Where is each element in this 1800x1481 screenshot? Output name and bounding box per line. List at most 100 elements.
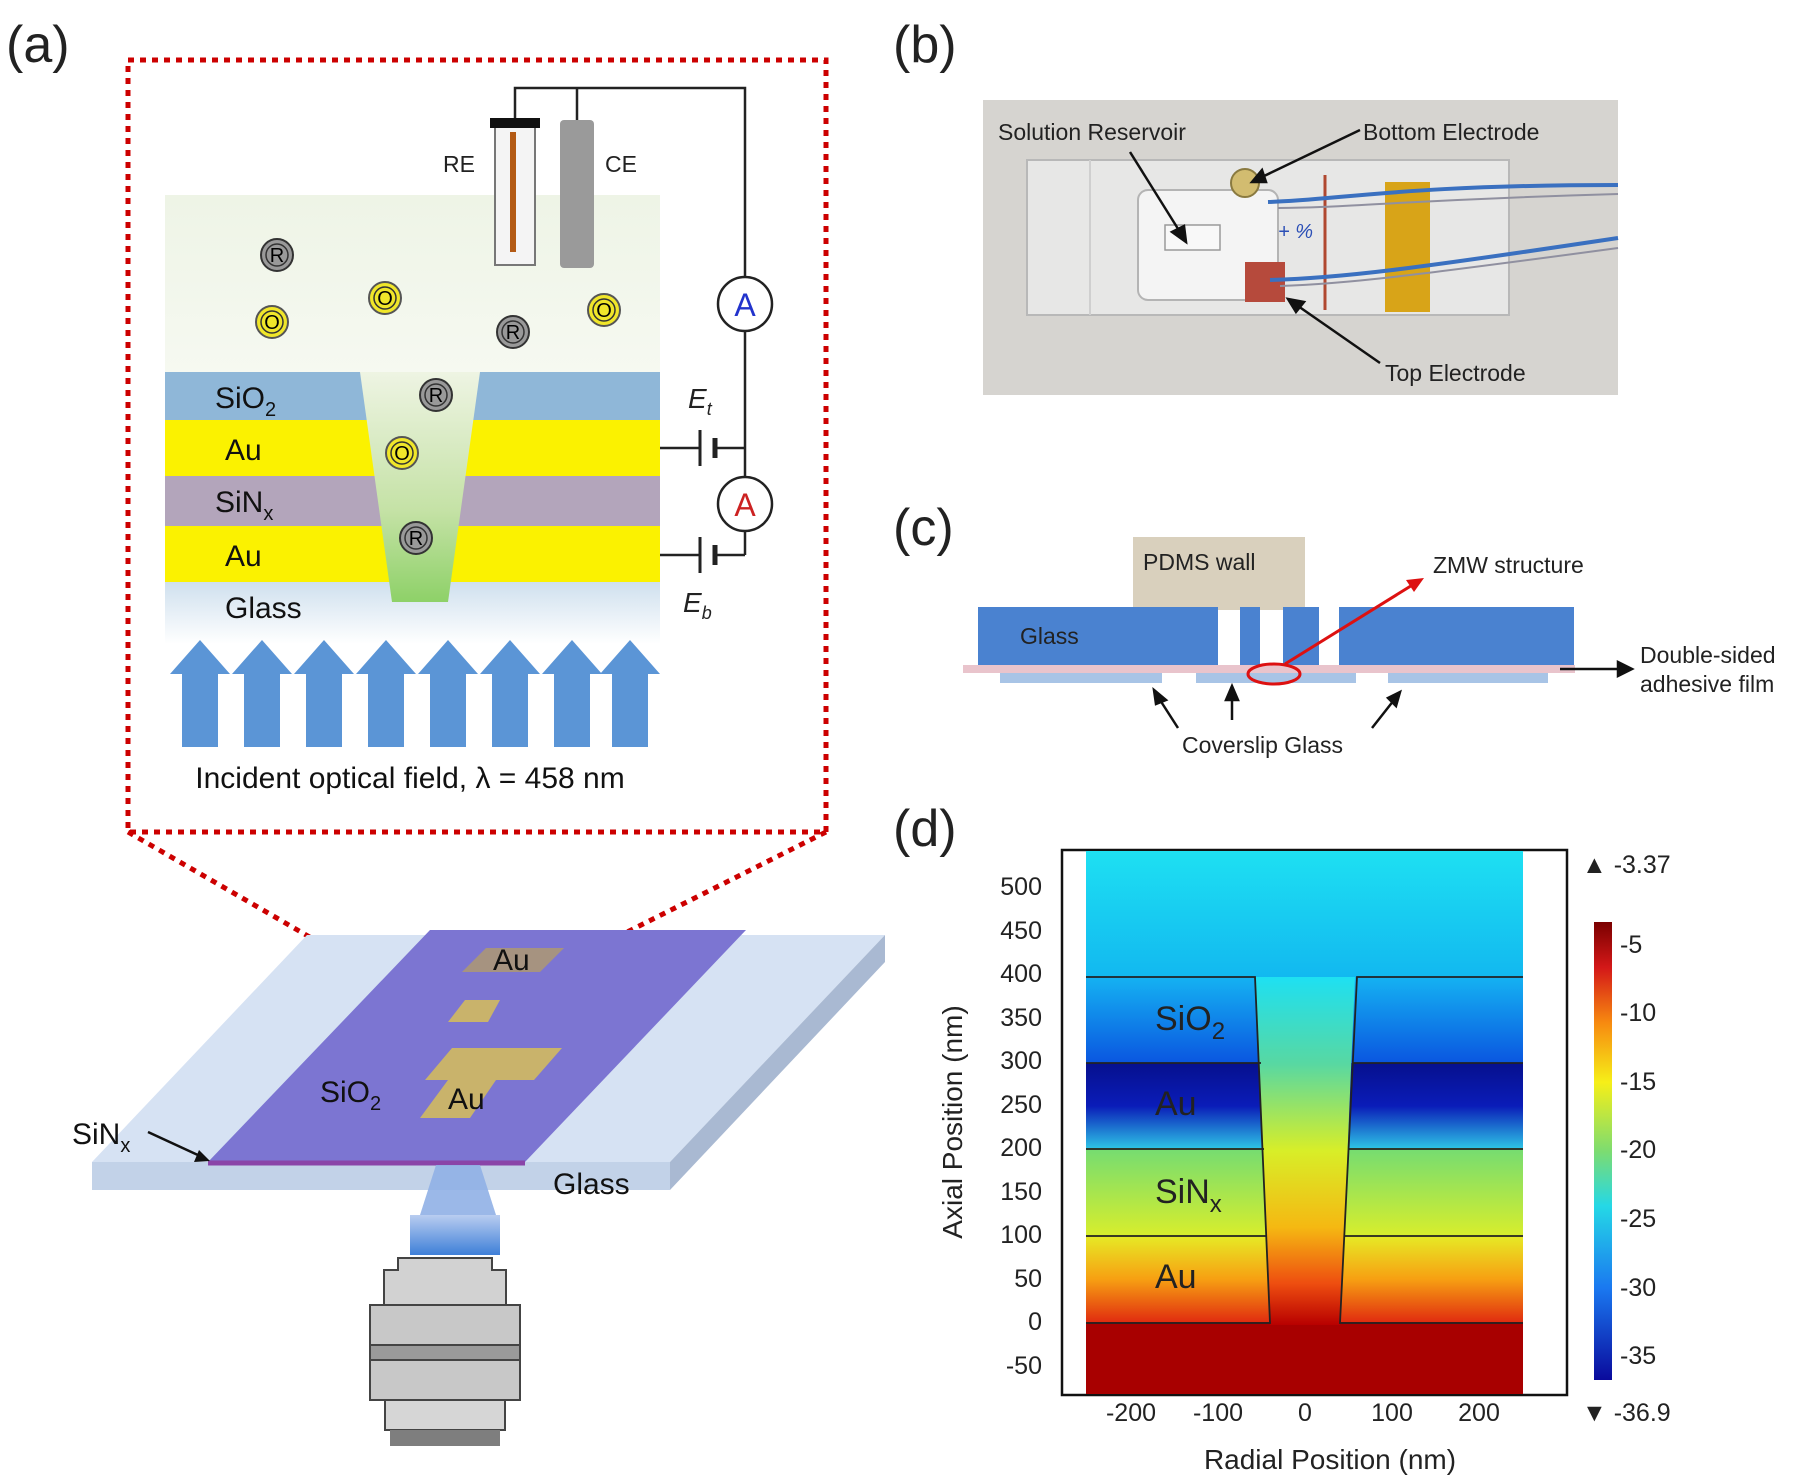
panel-b-label: (b) [893,16,957,74]
svg-text:-30: -30 [1620,1274,1656,1302]
nanopore [360,372,480,602]
svg-text:300: 300 [1000,1047,1042,1075]
incident-field-label: Incident optical field, λ = 458 nm [195,762,624,795]
device-sinx-label: SiNx [72,1118,130,1157]
oxidized-species: O [368,281,402,315]
device-au-top-label: Au [493,944,530,977]
coverslip-label: Coverslip Glass [1182,732,1343,758]
bottom-electrode-label: Bottom Electrode [1363,119,1539,145]
ammeter-top: A [716,275,774,333]
circuit-wires [513,86,747,557]
svg-text:-15: -15 [1620,1068,1656,1096]
colorbar [1594,922,1612,1380]
sinx-pointer-arrow [147,1130,210,1162]
panel-a-label: (a) [6,16,70,74]
svg-text:R: R [409,528,423,550]
field-label-au-top: Au [1155,1085,1197,1123]
svg-text:-35: -35 [1620,1342,1656,1370]
y-axis-ticks: 500 450 400 350 300 250 200 150 100 50 0… [1000,873,1042,1380]
device-photo: + % [983,100,1619,395]
panel-c-label: (c) [893,499,954,557]
svg-text:-5: -5 [1620,931,1642,959]
svg-text:250: 250 [1000,1091,1042,1119]
svg-text:350: 350 [1000,1004,1042,1032]
svg-text:-50: -50 [1006,1352,1042,1380]
svg-text:0: 0 [1298,1399,1312,1427]
adhesive-label-line1: Double-sided [1640,642,1776,668]
device-glass-label: Glass [553,1168,630,1201]
svg-text:50: 50 [1014,1265,1042,1293]
device-schematic [92,930,885,1255]
svg-text:+ %: + % [1278,221,1313,243]
colorbar-ticks: -5 -10 -15 -20 -25 -30 -35 [1620,931,1656,1370]
svg-text:100: 100 [1000,1221,1042,1249]
svg-text:-25: -25 [1620,1205,1656,1233]
svg-text:O: O [264,312,280,334]
svg-text:O: O [596,300,612,322]
svg-text:150: 150 [1000,1178,1042,1206]
re-label: RE [443,151,475,177]
ce-label: CE [605,151,637,177]
cross-section [963,537,1575,686]
svg-text:O: O [377,288,393,310]
pdms-label: PDMS wall [1143,549,1255,575]
svg-text:400: 400 [1000,960,1042,988]
glass-label: Glass [1020,623,1079,649]
zmw-label: ZMW structure [1433,552,1584,578]
svg-text:100: 100 [1371,1399,1413,1427]
svg-text:R: R [429,385,443,407]
x-axis-title: Radial Position (nm) [1204,1444,1456,1475]
svg-text:0: 0 [1028,1308,1042,1336]
sio2-membrane [208,930,746,1162]
reduced-species: R [496,315,530,349]
svg-text:R: R [270,245,284,267]
top-potential-label: Et [688,383,713,419]
layer-label-sinx: SiNx [215,486,273,525]
field-map [1060,848,1569,1397]
photo-pointer-arrows [1128,128,1381,365]
layer-label-glass: Glass [225,592,302,625]
colorbar-min-label: ▼ -36.9 [1582,1399,1671,1427]
field-label-au-bottom: Au [1155,1258,1197,1296]
svg-text:200: 200 [1458,1399,1500,1427]
counter-electrode [560,120,594,268]
y-axis-title: Axial Position (nm) [937,1005,968,1238]
svg-text:-10: -10 [1620,999,1656,1027]
oxidized-species: O [255,305,289,339]
oxidized-species: O [385,436,419,470]
device-au-bottom-label: Au [448,1083,485,1116]
reduced-species: R [399,521,433,555]
device-sio2-label: SiO2 [320,1076,381,1115]
au-pad-bottom [420,1048,562,1118]
layer-label-au-top: Au [225,434,262,467]
objective-lens [369,1257,521,1446]
colorbar-max-label: ▲ -3.37 [1582,851,1671,879]
layer-label-sio2: SiO2 [215,382,276,421]
svg-text:A: A [734,287,756,323]
svg-text:450: 450 [1000,917,1042,945]
adhesive-label-line2: adhesive film [1640,671,1774,697]
svg-text:200: 200 [1000,1134,1042,1162]
field-label-sinx: SiNx [1155,1173,1222,1218]
species-molecules: R O O R O R O R [255,238,621,555]
battery-symbols [698,430,718,573]
reduced-species: R [260,238,294,272]
svg-text:500: 500 [1000,873,1042,901]
svg-text:A: A [734,487,756,523]
svg-text:-200: -200 [1106,1399,1156,1427]
top-electrode-label: Top Electrode [1385,360,1526,386]
svg-text:R: R [506,322,520,344]
au-pad-top [462,948,564,972]
layer-label-au-bottom: Au [225,540,262,573]
reference-electrode [490,118,540,266]
oxidized-species: O [587,293,621,327]
x-axis-ticks: -200 -100 0 100 200 [1106,1399,1500,1427]
incident-light-arrows [170,640,660,747]
cross-section-arrows [1152,659,1635,729]
svg-text:-100: -100 [1193,1399,1243,1427]
field-label-sio2: SiO2 [1155,1000,1225,1045]
bottom-potential-label: Eb [683,587,712,623]
panel-d-label: (d) [893,800,957,858]
reduced-species: R [419,378,453,412]
